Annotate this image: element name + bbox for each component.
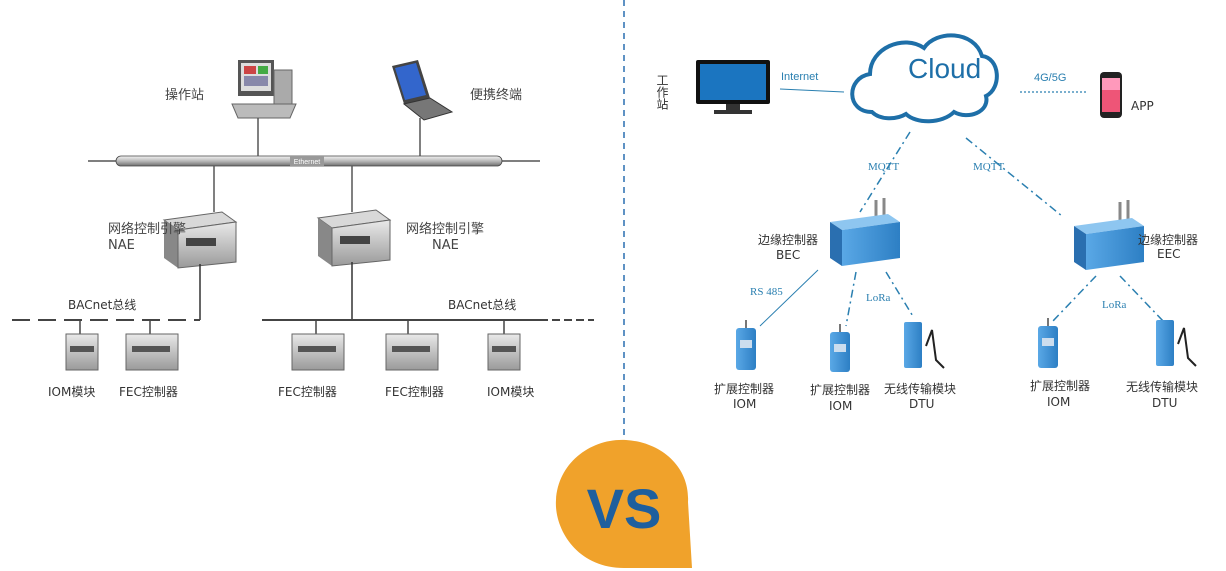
bec-controller-device — [830, 198, 900, 266]
iom-module-2 — [487, 333, 521, 371]
operator-station-icon — [231, 60, 297, 119]
nae-left-en: NAE — [108, 238, 135, 253]
fec-controller-3 — [385, 333, 439, 371]
dtu-device-1 — [904, 322, 945, 369]
nae-right-en: NAE — [432, 238, 459, 253]
workstation-label: 工作站 — [655, 74, 669, 110]
left-device-label-1: IOM模块 — [48, 385, 95, 399]
left-device-label-4: FEC控制器 — [385, 385, 444, 399]
right-device-cn-3: 无线传输模块 — [884, 381, 956, 396]
nae-right-device — [316, 209, 392, 267]
right-device-en-2: IOM — [829, 399, 852, 413]
portable-terminal-label: 便携终端 — [470, 87, 522, 103]
right-device-cn-1: 扩展控制器 — [714, 382, 774, 396]
eec-controller-device — [1074, 200, 1144, 270]
right-device-en-1: IOM — [733, 397, 756, 411]
cloud-label: Cloud — [908, 53, 981, 84]
operator-station-label: 操作站 — [165, 87, 204, 103]
net-4g5g-label: 4G/5G — [1034, 72, 1066, 84]
app-label: APP — [1131, 99, 1154, 113]
fec-controller-2 — [291, 333, 345, 371]
right-device-en-5: DTU — [1152, 396, 1177, 410]
bec-cn-label: 边缘控制器 — [758, 233, 818, 247]
lora-left-label: LoRa — [866, 292, 891, 304]
cloud-icon — [850, 33, 999, 124]
lora-right-label: LoRa — [1102, 299, 1127, 311]
right-device-en-3: DTU — [909, 397, 934, 411]
left-device-label-2: FEC控制器 — [119, 385, 178, 399]
vs-label: VS — [587, 477, 662, 540]
iom-device-2 — [830, 324, 850, 372]
nae-left-device — [162, 211, 238, 269]
workstation-monitor-icon — [696, 60, 770, 114]
ethernet-label: Ethernet — [294, 159, 321, 166]
mqtt-right-label: MQTT — [973, 161, 1004, 173]
rs485-label: RS 485 — [750, 286, 783, 298]
phone-icon — [1100, 72, 1122, 118]
nae-right-cn: 网络控制引擎 — [406, 221, 484, 237]
fec-controller-1 — [125, 333, 179, 371]
left-device-label-3: FEC控制器 — [278, 385, 337, 399]
nae-left-cn: 网络控制引擎 — [108, 221, 186, 237]
bacnet-left-label: BACnet总线 — [68, 298, 136, 312]
right-device-cn-4: 扩展控制器 — [1030, 379, 1090, 393]
iom-device-3 — [1038, 318, 1058, 368]
eec-en-label: EEC — [1157, 247, 1181, 261]
laptop-icon — [392, 60, 454, 160]
dtu-device-2 — [1156, 320, 1197, 367]
mqtt-left-label: MQTT — [868, 161, 899, 173]
eec-cn-label: 边缘控制器 — [1138, 233, 1198, 247]
left-device-label-5: IOM模块 — [487, 385, 534, 399]
bacnet-right-label: BACnet总线 — [448, 298, 516, 312]
iom-module-1 — [65, 333, 99, 371]
iom-device-1 — [736, 320, 756, 370]
right-device-en-4: IOM — [1047, 395, 1070, 409]
bec-en-label: BEC — [776, 248, 800, 262]
right-device-cn-2: 扩展控制器 — [810, 383, 870, 397]
internet-label: Internet — [781, 71, 818, 83]
vs-badge — [555, 439, 692, 568]
right-device-cn-5: 无线传输模块 — [1126, 379, 1198, 394]
